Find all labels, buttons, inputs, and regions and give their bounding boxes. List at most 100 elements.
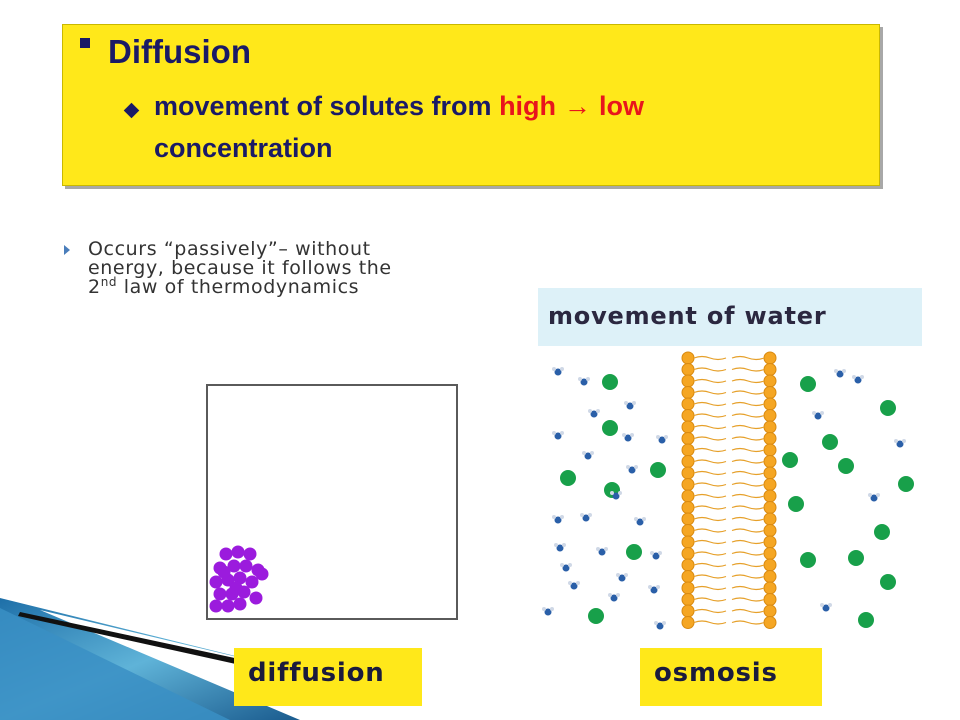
lipid-head [681, 558, 695, 572]
lipid-tail [731, 493, 765, 499]
water-hydrogen [648, 585, 652, 589]
water-oxygen [822, 604, 830, 612]
subpoint-low: low [599, 91, 645, 121]
lipid-tail [693, 574, 727, 579]
lipid-tail [693, 528, 727, 533]
lipid-tail [731, 378, 765, 384]
particle [249, 591, 263, 605]
lipid-head [681, 581, 695, 595]
lipid-tail [731, 516, 765, 522]
lipid-tail [731, 574, 765, 579]
lipid-head [681, 466, 695, 480]
lipid-tail [731, 505, 765, 510]
lipid-head [681, 535, 695, 549]
water-molecule [552, 367, 564, 376]
water-hydrogen [624, 401, 628, 405]
water-hydrogen [550, 607, 554, 611]
subpoint-line-1: movement of solutes from high→low [154, 91, 644, 122]
water-oxygen [562, 564, 570, 572]
water-molecule [582, 451, 594, 460]
water-hydrogen [590, 451, 594, 455]
lipid-head [681, 443, 695, 457]
subpoint-high: high [499, 91, 557, 121]
lipid-head [763, 604, 777, 618]
lipid-tail [693, 516, 727, 522]
lipid-tail [731, 413, 765, 418]
lipid-tail [693, 436, 727, 441]
lipid-head [763, 386, 777, 399]
lipid-head [681, 432, 695, 445]
water-molecule [634, 517, 646, 526]
water-hydrogen [560, 563, 564, 567]
water-oxygen [590, 410, 598, 418]
diffusion-label: diffusion [248, 658, 385, 688]
water-molecule [610, 491, 622, 500]
lipid-head [681, 351, 695, 365]
water-hydrogen [634, 465, 638, 469]
solute-particle [822, 434, 838, 450]
lipid-head [681, 593, 695, 606]
lipid-tail [693, 608, 727, 614]
water-hydrogen [868, 493, 872, 497]
lipid-head [763, 547, 777, 560]
occurs-bullet-text: Occurs “passively”– without energy, beca… [64, 240, 510, 297]
lipid-head [763, 466, 777, 480]
lipid-head [763, 489, 777, 503]
solute-particle [650, 462, 666, 478]
lipid-head [681, 616, 695, 629]
water-hydrogen [552, 515, 556, 519]
water-hydrogen [608, 593, 612, 597]
water-oxygen [870, 494, 878, 502]
occurs-ordinal-suffix: nd [100, 275, 118, 289]
water-molecule [554, 543, 566, 552]
lipid-tail [731, 482, 765, 487]
lipid-tail [693, 413, 727, 418]
water-oxygen [624, 434, 632, 442]
water-hydrogen [654, 621, 658, 625]
water-hydrogen [588, 513, 592, 517]
water-molecule [894, 439, 906, 448]
lipid-head [763, 420, 777, 434]
water-hydrogen [860, 375, 864, 379]
lipid-tail [731, 390, 765, 395]
diffusion-label-panel: diffusion [234, 648, 422, 706]
water-hydrogen [604, 547, 608, 551]
solute-particle [602, 420, 618, 436]
water-hydrogen [632, 401, 636, 405]
water-oxygen [836, 370, 844, 378]
water-oxygen [628, 466, 636, 474]
water-molecule [596, 547, 608, 556]
particle [239, 559, 253, 573]
water-hydrogen [580, 513, 584, 517]
water-oxygen [570, 582, 578, 590]
lipid-tail [693, 447, 727, 453]
water-hydrogen [568, 563, 572, 567]
water-molecule [852, 375, 864, 384]
lipid-head [763, 397, 777, 411]
lipid-tail [731, 436, 765, 441]
lipid-tail [693, 585, 727, 591]
lipid-head [681, 363, 695, 376]
lipid-head [681, 374, 695, 388]
water-hydrogen [562, 543, 566, 547]
water-oxygen [556, 544, 564, 552]
water-oxygen [854, 376, 862, 384]
lipid-head [763, 455, 777, 468]
solute-particle [602, 374, 618, 390]
lipid-tail [693, 390, 727, 395]
particle [233, 597, 247, 611]
solute-particle [838, 458, 854, 474]
solute-particle [848, 550, 864, 566]
lipid-tail [731, 459, 765, 464]
water-hydrogen [820, 411, 824, 415]
lipid-tail [693, 424, 727, 430]
occurs-line-3: 2nd law of thermodynamics [88, 275, 510, 297]
particle [231, 545, 245, 559]
lipid-head [681, 501, 695, 514]
water-oxygen [612, 492, 620, 500]
water-hydrogen [616, 573, 620, 577]
water-label: movement of water [548, 302, 827, 330]
lipid-head [681, 604, 695, 618]
water-hydrogen [894, 439, 898, 443]
water-hydrogen [586, 377, 590, 381]
